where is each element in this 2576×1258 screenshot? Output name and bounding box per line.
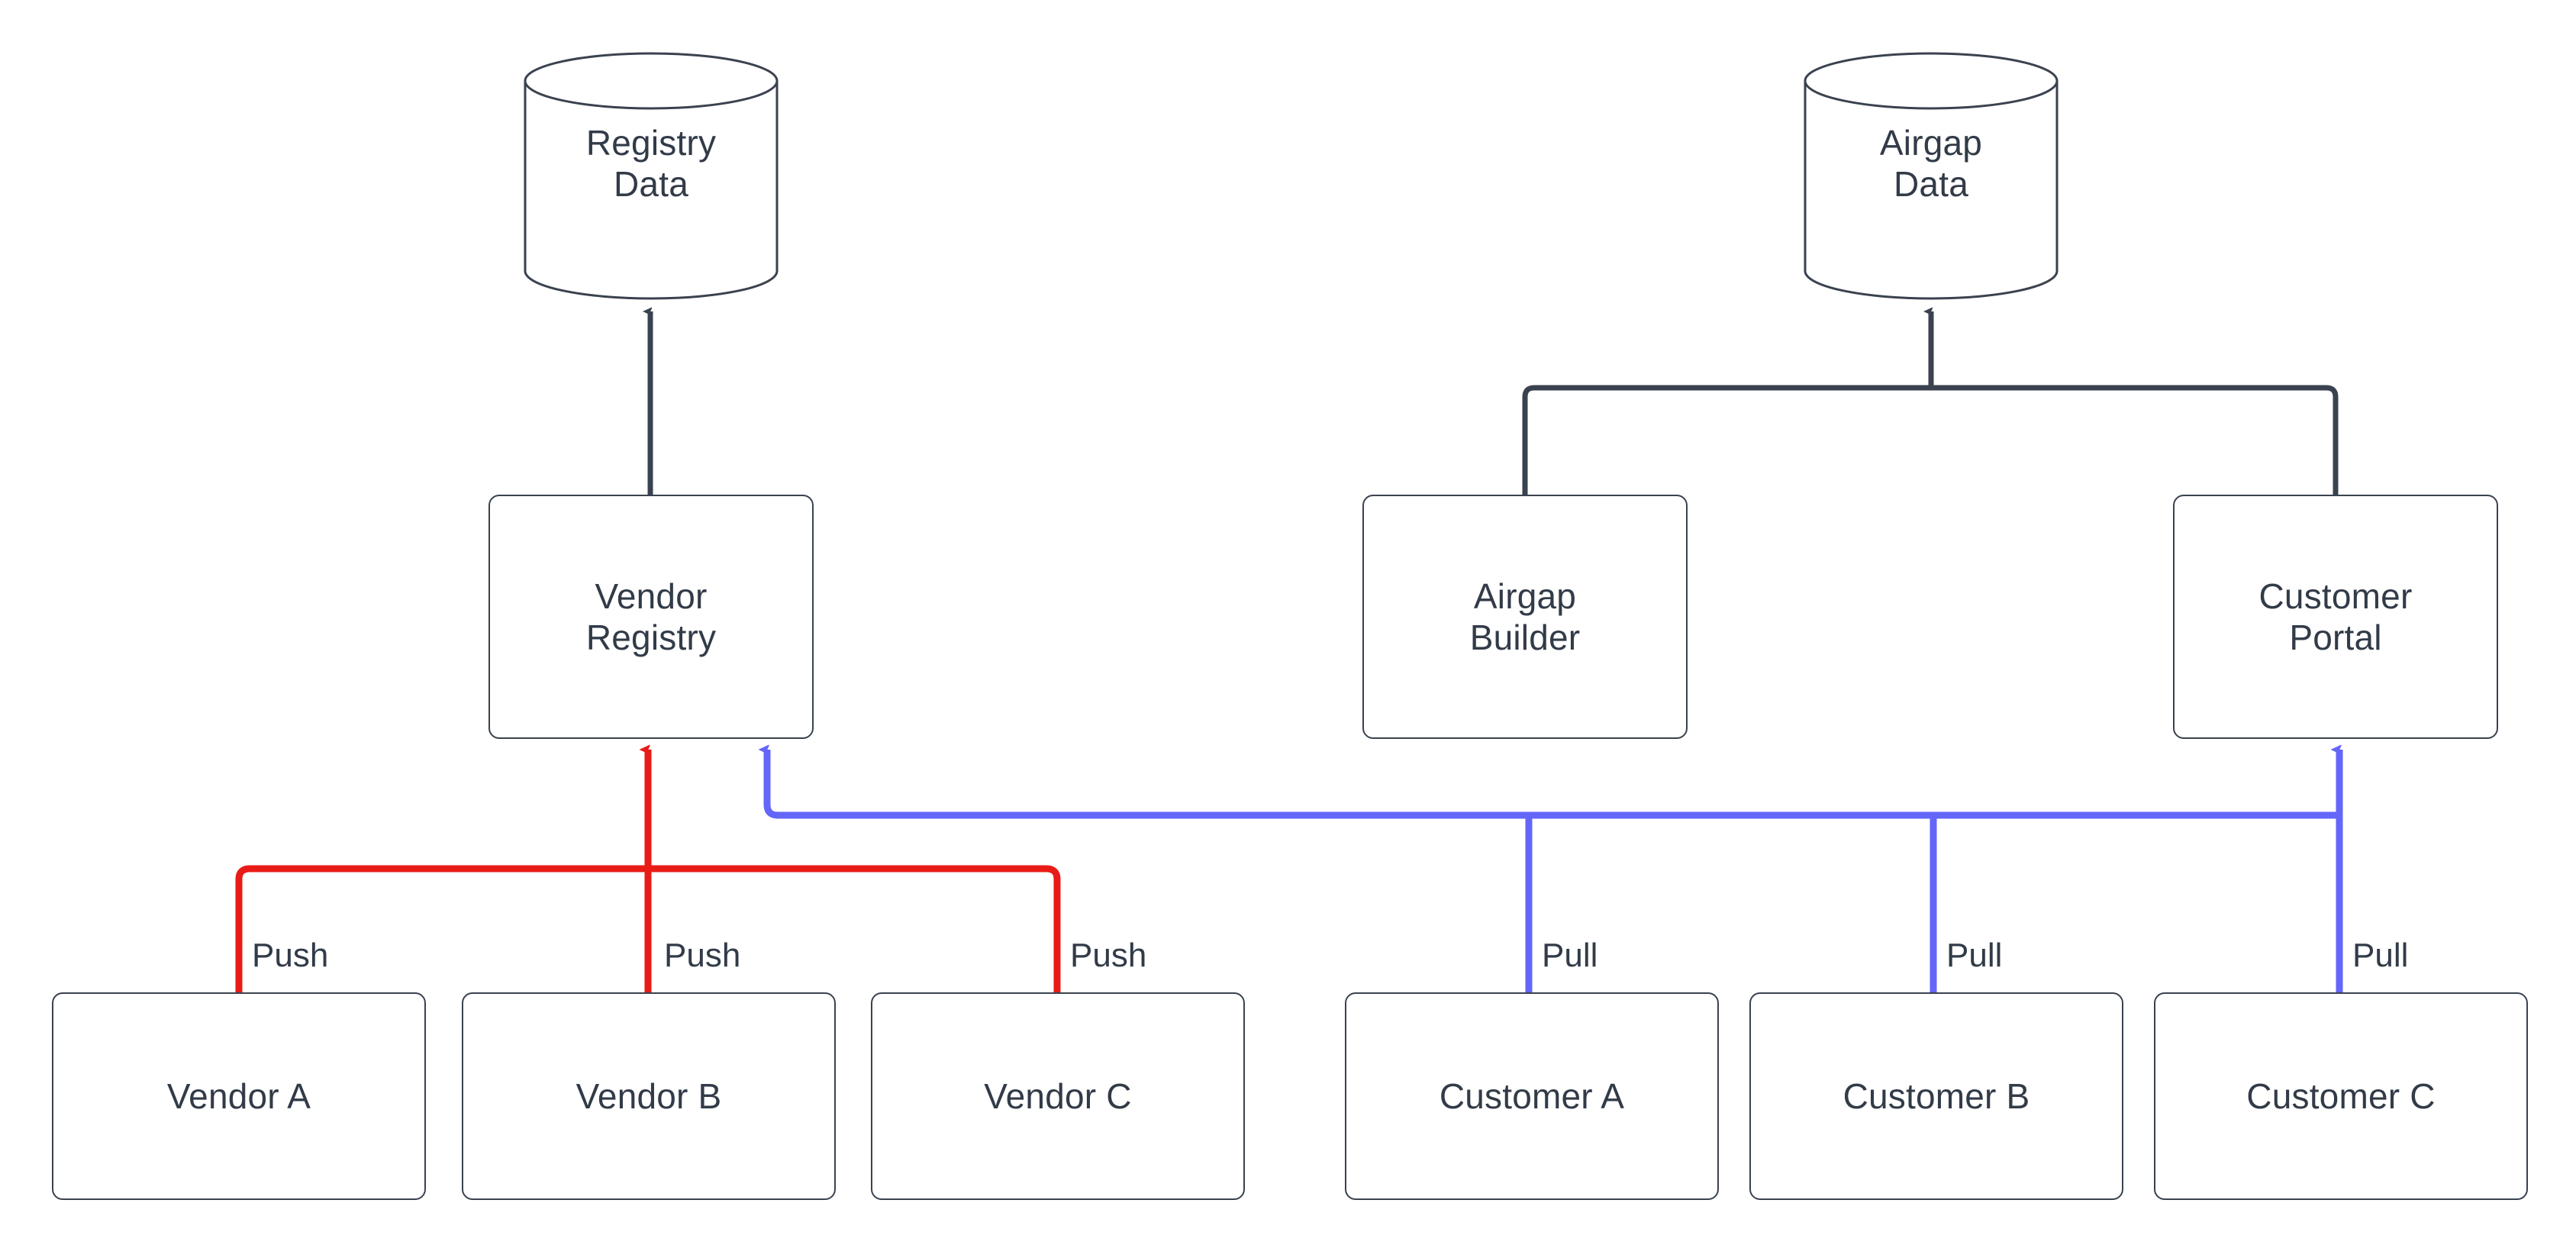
node-registry-data[interactable]: Registry Data (524, 52, 779, 300)
edge-label-push-vendor-a: Push (252, 937, 329, 974)
node-customer-b[interactable]: Customer B (1749, 992, 2123, 1200)
edge-label-push-vendor-c: Push (1070, 937, 1147, 974)
customer-a-label: Customer A (1439, 1076, 1625, 1116)
customer-b-label: Customer B (1843, 1076, 2030, 1116)
node-vendor-b[interactable]: Vendor B (462, 992, 836, 1200)
node-customer-a[interactable]: Customer A (1345, 992, 1719, 1200)
edge-airgap-builder-to-airgap-data (1522, 385, 1931, 495)
cylinder-shape (1804, 52, 2059, 300)
vendor-c-label: Vendor C (984, 1076, 1132, 1116)
node-airgap-data[interactable]: Airgap Data (1804, 52, 2059, 300)
node-customer-c[interactable]: Customer C (2154, 992, 2528, 1200)
edge-customer-portal-to-airgap-data (1931, 385, 2339, 495)
customer-portal-label-line1: Customer (2258, 576, 2413, 616)
edge-label-pull-customer-a: Pull (1542, 937, 1598, 974)
cylinder-shape (524, 52, 779, 300)
edge-label-pull-customer-b: Pull (1946, 937, 2003, 974)
vendor-b-label: Vendor B (575, 1076, 722, 1116)
node-customer-portal[interactable]: Customer Portal (2173, 495, 2498, 739)
node-vendor-registry[interactable]: Vendor Registry (488, 495, 814, 739)
node-airgap-builder[interactable]: Airgap Builder (1362, 495, 1688, 739)
vendor-a-label: Vendor A (166, 1076, 311, 1116)
node-vendor-c[interactable]: Vendor C (871, 992, 1245, 1200)
edge-pull-bus-to-vendor-registry (767, 750, 2339, 819)
edge-label-pull-customer-c: Pull (2352, 937, 2409, 974)
vendor-registry-label-line1: Vendor (595, 576, 708, 616)
vendor-registry-label-line2: Registry (585, 618, 717, 657)
node-vendor-a[interactable]: Vendor A (52, 992, 426, 1200)
customer-portal-label-line2: Portal (2289, 618, 2382, 657)
customer-c-label: Customer C (2246, 1076, 2436, 1116)
airgap-builder-label-line1: Airgap (1473, 576, 1577, 616)
edge-label-push-vendor-b: Push (664, 937, 741, 974)
airgap-builder-label-line2: Builder (1469, 618, 1581, 657)
